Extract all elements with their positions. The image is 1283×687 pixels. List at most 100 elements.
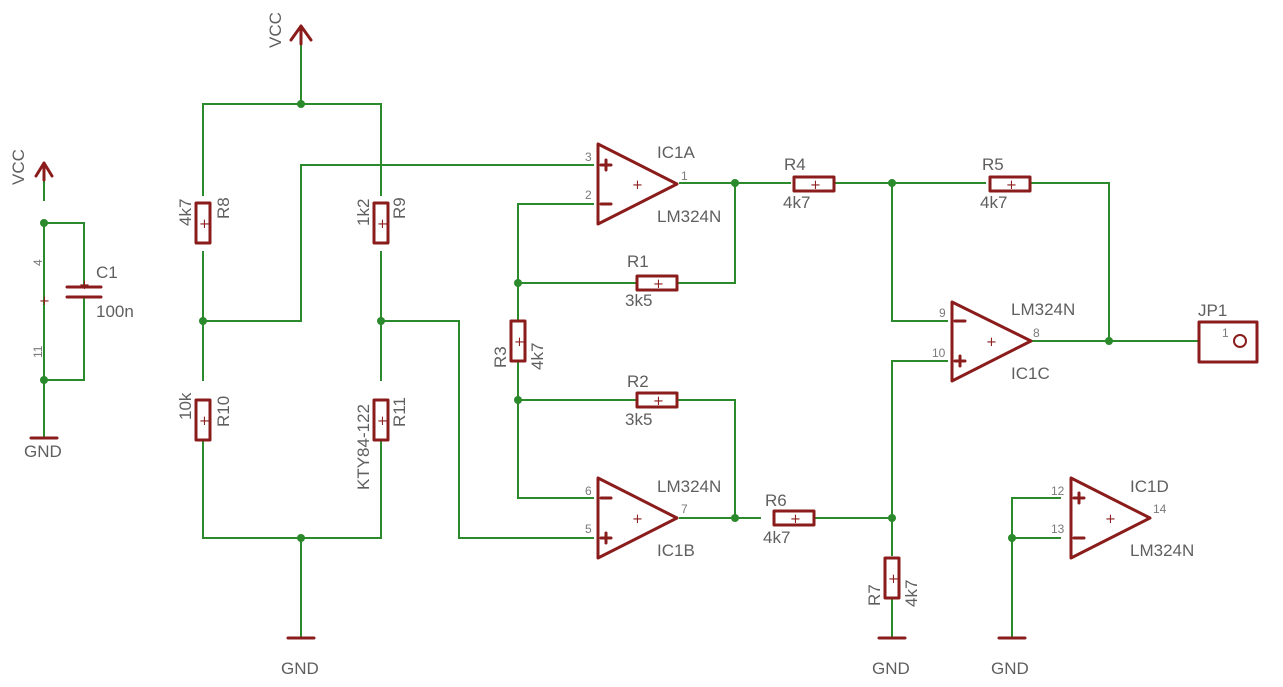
svg-text:+: + [653, 394, 664, 409]
component-name: R4 [784, 155, 806, 174]
component-part: LM324N [1130, 541, 1194, 560]
svg-text:+: + [1105, 512, 1116, 527]
opamp-ic1d: + 12 13 14 IC1D LM324N [1051, 476, 1194, 560]
component-name: R1 [627, 252, 649, 271]
component-value: 1k2 [354, 199, 373, 226]
svg-text:+: + [377, 414, 388, 429]
component-name: IC1B [657, 541, 695, 560]
resistor-r10: + 10k R10 [176, 392, 233, 442]
pin-number: 6 [585, 484, 592, 498]
component-value: 3k5 [625, 291, 652, 310]
component-name: IC1A [657, 143, 695, 162]
vcc-symbol-c1: VCC [9, 149, 54, 185]
svg-text:+: + [514, 335, 525, 350]
svg-text:+: + [199, 217, 210, 232]
pin-number: 2 [585, 188, 592, 202]
pin-number: 1 [681, 169, 688, 183]
gnd-label: GND [991, 659, 1029, 678]
junction-dot [297, 100, 305, 108]
wires [43, 43, 1198, 637]
component-name: R10 [214, 396, 233, 427]
component-name: R2 [627, 372, 649, 391]
component-value: 3k5 [625, 410, 652, 429]
svg-text:+: + [632, 512, 643, 527]
component-value: 10k [176, 392, 195, 420]
gnd-symbol-ic1d: GND [991, 636, 1029, 678]
junction-dot [1105, 337, 1113, 345]
component-value: 4k7 [783, 193, 810, 212]
junction-dot [199, 317, 207, 325]
pin-number: 8 [1033, 326, 1040, 340]
component-name: IC1D [1130, 477, 1169, 496]
vcc-label: VCC [266, 12, 285, 48]
svg-text:+: + [199, 414, 210, 429]
gnd-symbol-r7: GND [872, 636, 910, 678]
resistor-r2: + R2 3k5 [625, 372, 679, 429]
resistor-r4: + R4 4k7 [783, 155, 836, 212]
svg-text:+: + [1006, 178, 1017, 193]
component-name: R7 [865, 584, 884, 606]
junction-dot [40, 219, 48, 227]
component-value: 4k7 [176, 199, 195, 226]
junction-dot [731, 179, 739, 187]
vcc-label: VCC [9, 149, 28, 185]
resistor-r9: + 1k2 R9 [354, 197, 409, 245]
junction-dot [514, 396, 522, 404]
svg-text:+: + [632, 178, 643, 193]
component-name: R5 [982, 155, 1004, 174]
component-part: LM324N [657, 477, 721, 496]
opamp-ic1c: + 9 10 8 LM324N IC1C [932, 300, 1075, 383]
gnd-label: GND [281, 659, 319, 678]
svg-text:+: + [986, 335, 997, 350]
resistor-r8: + 4k7 R8 [176, 197, 233, 245]
component-name: R8 [214, 197, 233, 219]
pin-number: 10 [932, 346, 946, 360]
pin-number: 9 [939, 306, 946, 320]
junction-dot [40, 376, 48, 384]
component-value: 4k7 [980, 193, 1007, 212]
junctions [40, 100, 1113, 542]
pin-number: 14 [1153, 502, 1167, 516]
pin-number: 4 [31, 259, 45, 266]
gnd-label: GND [24, 442, 62, 461]
component-name: C1 [96, 263, 118, 282]
component-value: 4k7 [902, 580, 921, 607]
component-name: R3 [491, 346, 510, 368]
junction-dot [297, 534, 305, 542]
svg-text:+: + [790, 512, 801, 527]
pin-number: 1 [1222, 326, 1229, 340]
gnd-label: GND [872, 659, 910, 678]
pin-number: 13 [1051, 522, 1065, 536]
opamp-ic1b: + 6 5 7 LM324N IC1B [585, 476, 721, 560]
pin-number: 12 [1051, 484, 1065, 498]
svg-text:+: + [377, 217, 388, 232]
pin-number: 3 [585, 150, 592, 164]
component-name: JP1 [1198, 301, 1227, 320]
component-part: LM324N [1011, 300, 1075, 319]
vcc-symbol-bridge: VCC [266, 12, 313, 48]
opamp-ic1a: + 3 2 1 IC1A LM324N [585, 142, 721, 226]
component-name: R6 [765, 491, 787, 510]
svg-text:+: + [79, 278, 90, 293]
junction-dot [1008, 534, 1016, 542]
svg-text:+: + [653, 277, 664, 292]
resistor-r3: + R3 4k7 [491, 319, 547, 370]
svg-text:+: + [810, 178, 821, 193]
connector-jp1: 1 JP1 [1197, 301, 1259, 364]
pin-number: 5 [585, 522, 592, 536]
resistor-r1: + R1 3k5 [625, 252, 679, 310]
gnd-symbol-c1: GND [24, 436, 62, 461]
gnd-symbol-bridge: GND [281, 636, 319, 678]
component-name: R11 [390, 397, 409, 427]
junction-dot [377, 317, 385, 325]
component-value: KTY84-122 [354, 404, 373, 490]
junction-dot [731, 514, 739, 522]
svg-text:+: + [39, 294, 50, 309]
component-name: IC1C [1011, 364, 1050, 383]
resistor-r6: + R6 4k7 [763, 491, 816, 547]
component-part: LM324N [657, 207, 721, 226]
resistor-r5: + R5 4k7 [980, 155, 1032, 212]
resistor-r11: + KTY84-122 R11 [354, 397, 409, 490]
